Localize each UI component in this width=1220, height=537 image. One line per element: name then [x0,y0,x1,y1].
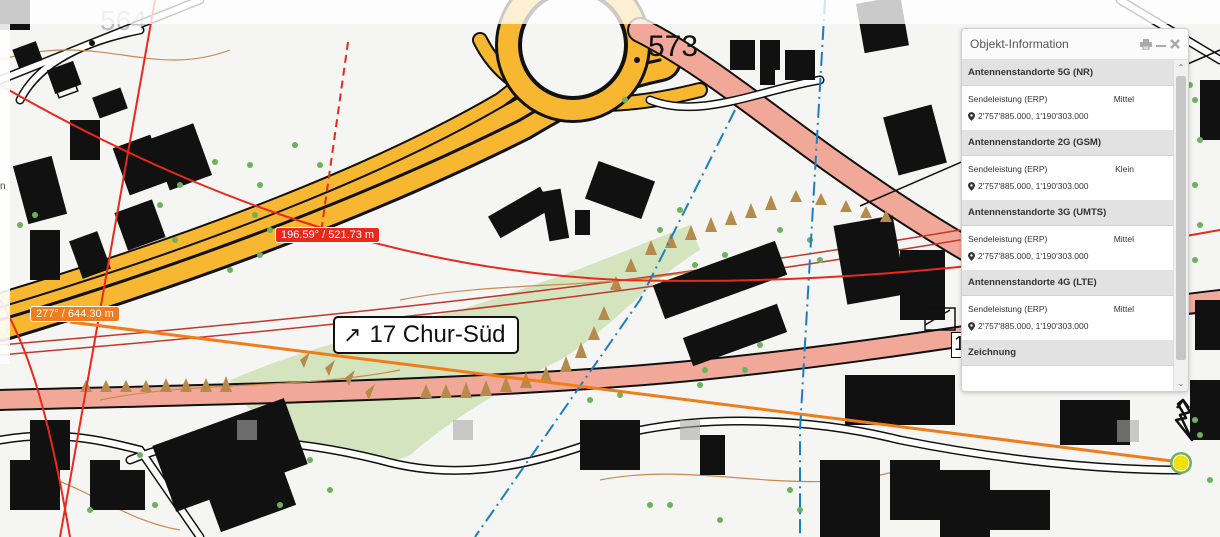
info-row: Sendeleistung (ERP) Mittel [962,296,1174,318]
left-edge-glyph: n [0,181,6,192]
print-icon[interactable] [1140,38,1152,50]
field-label: Sendeleistung (ERP) [968,304,1048,314]
map-pin-icon [968,111,975,121]
field-value: Mittel [1113,234,1134,244]
field-label: Sendeleistung (ERP) [968,164,1048,174]
coordinate-text: 2'757'885.000, 1'190'303.000 [978,181,1089,191]
road-sign-text: 17 Chur-Süd [369,321,506,348]
coordinate-text: 2'757'885.000, 1'190'303.000 [978,321,1089,331]
panel-scrollbar[interactable]: ⌃ ⌄ [1173,60,1188,391]
road-sign-exit: ↗ 17 Chur-Süd [333,316,519,354]
panel-body: Antennenstandorte 5G (NR) Sendeleistung … [962,60,1174,391]
panel-title: Objekt-Information [970,37,1069,51]
spot-height-573: 573 [648,30,698,63]
field-label: Sendeleistung (ERP) [968,94,1048,104]
minimize-icon[interactable] [1156,39,1166,50]
location-marker-icon [1170,452,1192,474]
close-icon[interactable] [1170,38,1180,50]
roundabout [495,0,651,123]
map-pin-icon [968,181,975,191]
coordinate-row[interactable]: 2'757'885.000, 1'190'303.000 [962,248,1174,270]
top-overlay [0,0,1220,24]
grid-markers [237,420,1139,442]
section-4g: Antennenstandorte 4G (LTE) Sendeleistung… [962,270,1174,340]
field-value: Mittel [1113,304,1134,314]
scroll-down-icon[interactable]: ⌄ [1177,379,1185,388]
section-heading: Antennenstandorte 3G (UMTS) [962,200,1174,226]
map-pin-icon [968,251,975,261]
section-5g: Antennenstandorte 5G (NR) Sendeleistung … [962,60,1174,130]
coordinate-text: 2'757'885.000, 1'190'303.000 [978,111,1089,121]
info-row: Sendeleistung (ERP) Mittel [962,86,1174,108]
spot-height-dots [89,40,640,63]
section-3g: Antennenstandorte 3G (UMTS) Sendeleistun… [962,200,1174,270]
section-heading: Antennenstandorte 5G (NR) [962,60,1174,86]
panel-header: Objekt-Information [962,29,1188,60]
section-heading: Antennenstandorte 2G (GSM) [962,130,1174,156]
measure-label-orange: 277° / 644.30 m [30,306,120,322]
panel-tools [1140,38,1180,50]
field-value: Klein [1115,164,1134,174]
section-heading: Antennenstandorte 4G (LTE) [962,270,1174,296]
scroll-thumb[interactable] [1176,76,1186,360]
coordinate-row[interactable]: 2'757'885.000, 1'190'303.000 [962,318,1174,340]
scroll-up-icon[interactable]: ⌃ [1177,63,1185,72]
measure-label-red: 196.59° / 521.73 m [275,227,381,243]
object-info-panel[interactable]: Objekt-Information Antennenstandorte 5G … [961,28,1189,392]
coordinate-row[interactable]: 2'757'885.000, 1'190'303.000 [962,108,1174,130]
embankment-triangles [80,190,892,400]
antenna-lightning-icon [1174,398,1194,442]
section-heading-drawing: Zeichnung [962,340,1174,366]
boundary-lines [474,0,826,537]
coordinate-row[interactable]: 2'757'885.000, 1'190'303.000 [962,178,1174,200]
field-value: Mittel [1113,94,1134,104]
map-pin-icon [968,321,975,331]
tree-dots [17,82,1213,523]
info-row: Sendeleistung (ERP) Mittel [962,226,1174,248]
field-label: Sendeleistung (ERP) [968,234,1048,244]
hatched-buildings [51,71,956,331]
coordinate-text: 2'757'885.000, 1'190'303.000 [978,251,1089,261]
left-edge-strip [0,24,10,364]
info-row: Sendeleistung (ERP) Klein [962,156,1174,178]
arrow-northeast-icon: ↗ [343,322,362,347]
section-2g: Antennenstandorte 2G (GSM) Sendeleistung… [962,130,1174,200]
